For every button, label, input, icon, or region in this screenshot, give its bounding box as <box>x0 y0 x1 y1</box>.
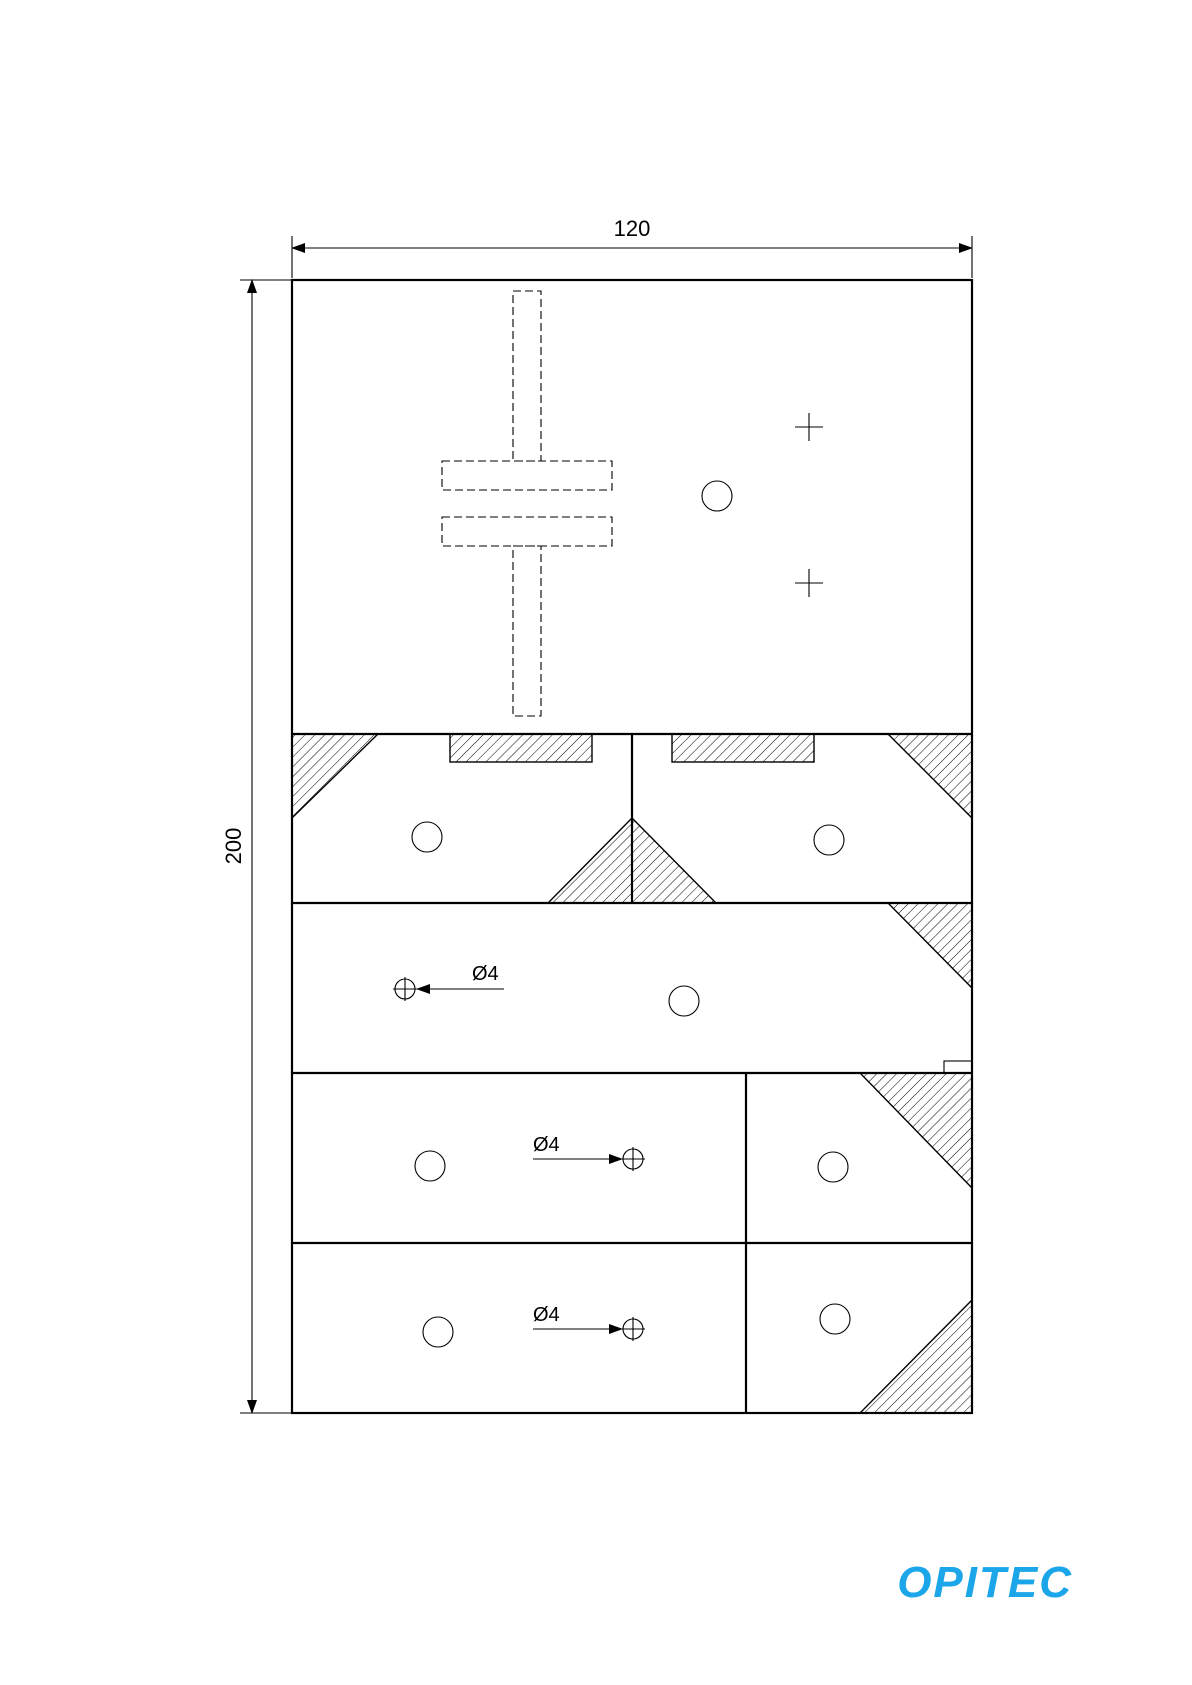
hatch-row4-right-corner <box>860 1073 972 1188</box>
height-dimension-label: 200 <box>221 828 246 865</box>
width-dimension: 120 <box>292 216 972 278</box>
drill-hole-note-3: Ø4 <box>533 1304 645 1341</box>
drill-hole-label: Ø4 <box>533 1304 560 1326</box>
hatch-row3-right-corner <box>888 903 972 988</box>
hole-row4-right <box>818 1152 848 1182</box>
drill-hole-note-2: Ø4 <box>533 1134 645 1171</box>
hatch-row2-slot-left <box>450 734 592 762</box>
width-dimension-label: 120 <box>614 216 651 241</box>
holes <box>412 481 850 1347</box>
hidden-outlines <box>442 291 612 716</box>
cross-marks <box>795 413 823 597</box>
hatch-row2-slot-right <box>672 734 814 762</box>
hole-row5-left <box>423 1317 453 1347</box>
hole-top-panel <box>702 481 732 511</box>
logo-text: OPITEC <box>897 1558 1073 1607</box>
hole-row2-right <box>814 825 844 855</box>
cross-mark-upper <box>795 413 823 441</box>
drill-hole-note-1: Ø4 <box>393 963 504 1001</box>
hole-row2-left <box>412 822 442 852</box>
opitec-logo: OPITEC <box>897 1558 1073 1607</box>
hole-row5-right <box>820 1304 850 1334</box>
panel-outline <box>292 280 972 1413</box>
hidden-bar-lower <box>442 517 612 546</box>
row3-notch <box>944 1061 972 1073</box>
hidden-bar-upper <box>442 461 612 490</box>
hatch-row2-left-corner <box>292 734 378 818</box>
drill-hole-label: Ø4 <box>472 963 499 985</box>
hidden-strip-lower <box>513 546 541 716</box>
cross-mark-lower <box>795 569 823 597</box>
hole-row3 <box>669 986 699 1016</box>
height-dimension: 200 <box>221 280 292 1413</box>
hatch-row2-right-corner <box>888 734 972 818</box>
drill-hole-label: Ø4 <box>533 1134 560 1156</box>
hatch-row5-right-corner <box>860 1300 972 1413</box>
hole-row4-left <box>415 1151 445 1181</box>
hidden-strip-upper <box>513 291 541 461</box>
